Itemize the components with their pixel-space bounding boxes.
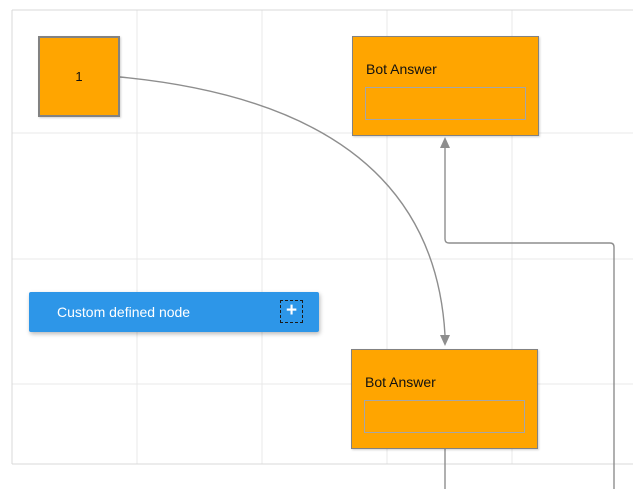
page-border <box>11 9 633 465</box>
bot-answer-input-box[interactable] <box>364 400 525 433</box>
bot-answer-input-box[interactable] <box>365 87 526 120</box>
connector-curve-start-to-bottom-bot[interactable] <box>119 76 450 346</box>
node-start[interactable]: 1 <box>38 36 120 117</box>
connector-orthogonal-bottom-bot-to-top-bot[interactable] <box>440 137 615 489</box>
node-bot-answer-bottom[interactable]: Bot Answer <box>351 349 538 449</box>
node-custom-defined-label: Custom defined node <box>57 304 191 320</box>
node-title: Bot Answer <box>365 374 436 390</box>
node-start-label: 1 <box>75 69 83 84</box>
node-bot-answer-top[interactable]: Bot Answer <box>352 36 539 136</box>
node-title: Bot Answer <box>366 61 437 77</box>
arrowhead-down-icon <box>440 335 450 346</box>
node-custom-defined[interactable]: Custom defined node + <box>29 292 319 332</box>
plus-icon: + <box>285 300 298 321</box>
add-port-button[interactable]: + <box>280 300 303 323</box>
arrowhead-up-icon <box>440 137 450 148</box>
